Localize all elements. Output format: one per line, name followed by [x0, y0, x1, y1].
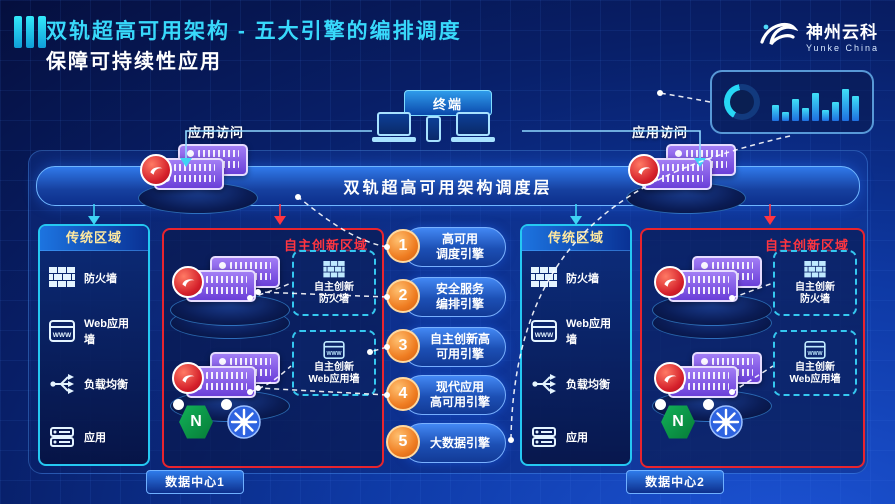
- engine-1: 高可用 调度引擎 1: [386, 226, 508, 270]
- traditional-zone-label: 传统区域: [40, 226, 148, 251]
- application-icon: [48, 426, 76, 448]
- svg-text:WWW: WWW: [327, 350, 342, 356]
- scheduler-rack-left: [136, 140, 260, 214]
- innovation-firewall-box-dc2: 自主创新 防火墙: [773, 250, 857, 316]
- gauge-icon: [724, 84, 760, 120]
- svg-text:WWW: WWW: [808, 350, 823, 356]
- innovation-rack-1-dc2: [650, 252, 774, 339]
- list-item-waf: WWW Web应用墙: [40, 304, 148, 357]
- web-app-wall-icon: WWW: [530, 319, 558, 342]
- logo-text: 神州云科 Yunke China: [806, 18, 879, 53]
- phone-icon: [426, 116, 441, 142]
- firewall-icon: [320, 260, 348, 279]
- web-app-wall-icon: WWW: [801, 340, 829, 359]
- vendor-logo-icon: [654, 362, 686, 394]
- innovation-waf-box-dc1: WWW 自主创新 Web应用墙: [292, 330, 376, 396]
- traditional-zone-dc2: 传统区域 防火墙 WWW Web应用墙 负载均衡 应用: [520, 224, 632, 466]
- traditional-zone-dc1: 传统区域 防火墙 WWW Web应用墙 负载均衡 应用: [38, 224, 150, 466]
- cloud-native-icons-dc2: N: [655, 399, 744, 440]
- connector-dot: [173, 399, 184, 410]
- innovation-rack-1-dc1: [168, 252, 292, 339]
- kubernetes-icon: [703, 399, 744, 440]
- vendor-logo-icon: [172, 266, 204, 298]
- company-logo: 神州云科 Yunke China: [756, 14, 879, 57]
- load-balancer-icon: [530, 373, 558, 395]
- firewall-icon: [530, 266, 558, 289]
- nginx-icon: N: [655, 399, 696, 440]
- engine-4: 现代应用 高可用引擎 4: [386, 374, 508, 418]
- page-subtitle: 保障可持续性应用: [46, 51, 222, 73]
- datacenter-1-label: 数据中心1: [146, 470, 244, 494]
- list-item-loadbalancer: 负载均衡: [522, 357, 630, 410]
- engine-number: 4: [386, 377, 420, 411]
- connector-dot: [655, 399, 666, 410]
- engine-5: 大数据引擎 5: [386, 422, 508, 466]
- list-item-firewall: 防火墙: [40, 251, 148, 304]
- list-item-loadbalancer: 负载均衡: [40, 357, 148, 410]
- load-balancer-icon: [48, 373, 76, 395]
- web-app-wall-icon: WWW: [320, 340, 348, 359]
- logo-subname: Yunke China: [805, 43, 879, 53]
- title-bars-icon: [14, 16, 46, 48]
- access-label-left: 应用访问: [188, 125, 245, 140]
- terminal-box: 终端: [404, 90, 492, 116]
- monitoring-panel: [710, 70, 874, 134]
- firewall-icon: [801, 260, 829, 279]
- page-title: 双轨超高可用架构 - 五大引擎的编排调度: [46, 20, 462, 43]
- list-item-application: 应用: [522, 410, 630, 463]
- vendor-logo-icon: [628, 154, 660, 186]
- kubernetes-icon: [221, 399, 262, 440]
- connector-dot: [221, 399, 232, 410]
- bar-chart-icon: [772, 83, 860, 121]
- list-item-waf: WWW Web应用墙: [522, 304, 630, 357]
- scheduler-rack-right: [624, 140, 748, 214]
- engine-number: 5: [386, 425, 420, 459]
- laptop-icon: [451, 112, 495, 142]
- traditional-zone-label: 传统区域: [522, 226, 630, 251]
- svg-text:WWW: WWW: [53, 332, 72, 339]
- cloud-native-icons-dc1: N: [173, 399, 262, 440]
- engine-number: 3: [386, 329, 420, 363]
- engine-2: 安全服务 编排引擎 2: [386, 276, 508, 320]
- vendor-logo-icon: [654, 266, 686, 298]
- list-item-firewall: 防火墙: [522, 251, 630, 304]
- innovation-waf-box-dc2: WWW 自主创新 Web应用墙: [773, 330, 857, 396]
- terminal-devices: [372, 112, 495, 142]
- engine-3: 自主创新高 可用引擎 3: [386, 326, 508, 370]
- access-label-right: 应用访问: [632, 125, 689, 140]
- application-icon: [530, 426, 558, 448]
- laptop-icon: [372, 112, 416, 142]
- nginx-icon: N: [173, 399, 214, 440]
- firewall-icon: [48, 266, 76, 289]
- innovation-firewall-box-dc1: 自主创新 防火墙: [292, 250, 376, 316]
- list-item-application: 应用: [40, 410, 148, 463]
- logo-name: 神州云科: [805, 23, 878, 42]
- logo-swoosh-icon: [756, 14, 799, 57]
- datacenter-2-label: 数据中心2: [626, 470, 724, 494]
- engine-number: 1: [386, 229, 420, 263]
- vendor-logo-icon: [172, 362, 204, 394]
- vendor-logo-icon: [140, 154, 172, 186]
- web-app-wall-icon: WWW: [48, 319, 76, 342]
- svg-text:WWW: WWW: [535, 332, 554, 339]
- connector-dot: [703, 399, 714, 410]
- engine-number: 2: [386, 279, 420, 313]
